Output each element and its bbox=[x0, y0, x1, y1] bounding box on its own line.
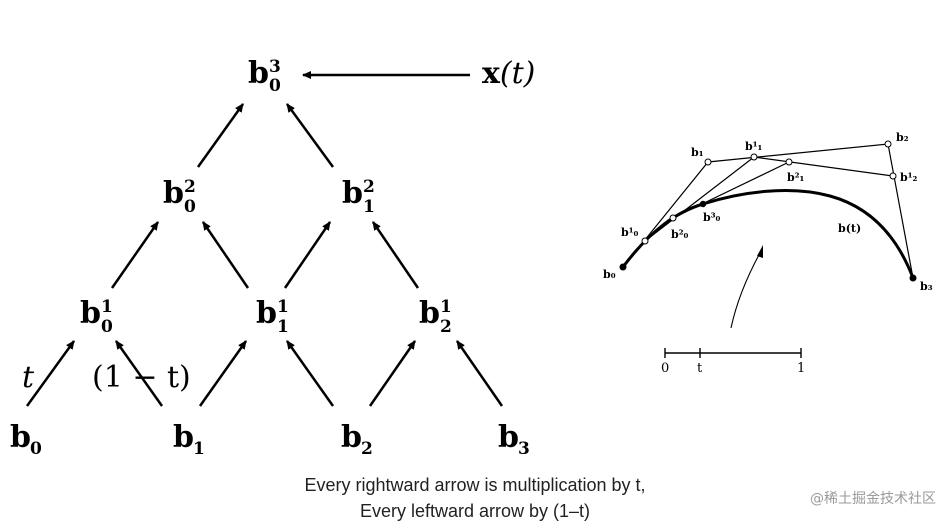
node-b02: b bbox=[163, 176, 184, 211]
point-b0 bbox=[619, 263, 627, 271]
node-base: b bbox=[342, 176, 363, 211]
point-b01 bbox=[641, 237, 649, 245]
point-b12 bbox=[889, 172, 897, 180]
node-b21: b bbox=[419, 296, 440, 331]
xt-x: x bbox=[482, 56, 500, 91]
curve-figure bbox=[621, 143, 915, 358]
label-b02: b²₀ bbox=[671, 228, 689, 241]
caption: Every rightward arrow is multiplication … bbox=[0, 472, 950, 524]
arrow bbox=[25, 340, 76, 407]
label-b0: b₀ bbox=[603, 268, 616, 281]
point-b11 bbox=[750, 153, 758, 161]
watermark: @稀土掘金技术社区 bbox=[810, 491, 936, 507]
node-sup: 1 bbox=[440, 297, 452, 317]
node-sup: 2 bbox=[363, 177, 375, 197]
node-b1: b bbox=[173, 420, 194, 455]
label-b03: b³₀ bbox=[703, 211, 721, 224]
node-base: b bbox=[10, 420, 31, 455]
control-polygon bbox=[622, 143, 914, 279]
node-base: b bbox=[248, 56, 269, 91]
arrow bbox=[114, 340, 164, 407]
node-base: b bbox=[80, 296, 101, 331]
node-sup: 2 bbox=[184, 177, 196, 197]
node-b11: b bbox=[256, 296, 277, 331]
label-bt: b(t) bbox=[838, 222, 861, 235]
point-b03 bbox=[699, 200, 707, 208]
arrow bbox=[285, 340, 335, 407]
arrow bbox=[455, 340, 504, 407]
node-b3: b bbox=[498, 420, 519, 455]
caption-line-1: Every rightward arrow is multiplication … bbox=[304, 475, 646, 495]
label-b01: b¹₀ bbox=[621, 226, 639, 239]
node-sub: 1 bbox=[193, 439, 205, 459]
node-sub: 3 bbox=[518, 439, 530, 459]
point-b3 bbox=[909, 274, 917, 282]
label-b1: b₁ bbox=[691, 146, 704, 159]
node-base: b bbox=[256, 296, 277, 331]
node-b12: b bbox=[342, 176, 363, 211]
label-b21: b²₁ bbox=[787, 171, 805, 184]
label-b2: b₂ bbox=[896, 131, 909, 144]
xt-t: (t) bbox=[499, 56, 536, 91]
node-sub: 0 bbox=[269, 76, 281, 96]
curve-points bbox=[619, 140, 917, 282]
arrow bbox=[283, 221, 332, 289]
node-sub: 0 bbox=[101, 317, 113, 337]
node-b03: b bbox=[248, 56, 269, 91]
caption-line-2: Every leftward arrow by (1–t) bbox=[359, 501, 591, 521]
weight-one-minus-t: (1 − t) bbox=[92, 360, 191, 395]
bezier-curve bbox=[621, 189, 915, 279]
weight-t: t bbox=[22, 360, 35, 395]
node-b01: b bbox=[80, 296, 101, 331]
label-b12: b¹₂ bbox=[900, 171, 918, 184]
node-sup: 1 bbox=[277, 297, 289, 317]
axis-t: t bbox=[697, 361, 703, 376]
axis-one: 1 bbox=[797, 361, 805, 376]
node-sub: 1 bbox=[363, 197, 375, 217]
pointer-arrow bbox=[730, 252, 761, 329]
point-b02 bbox=[669, 214, 677, 222]
arrow bbox=[368, 340, 417, 407]
arrow bbox=[371, 221, 420, 289]
axis-zero: 0 bbox=[661, 361, 669, 376]
node-base: b bbox=[341, 420, 362, 455]
label-b3: b₃ bbox=[920, 280, 933, 293]
node-sub: 1 bbox=[277, 317, 289, 337]
node-sup: 1 bbox=[101, 297, 113, 317]
node-sub: 2 bbox=[440, 317, 452, 337]
arrow bbox=[285, 103, 335, 168]
curve-labels: b₁ b¹₁ b₂ b¹₂ b²₁ b¹₀ b²₀ b³₀ b(t) b₀ b₃… bbox=[603, 131, 933, 376]
arrow bbox=[110, 221, 160, 289]
node-base: b bbox=[173, 420, 194, 455]
arrow bbox=[196, 103, 245, 168]
arrow bbox=[198, 340, 248, 407]
arrow bbox=[201, 221, 250, 289]
label-xt: x(t) bbox=[482, 56, 535, 91]
node-sup: 3 bbox=[269, 57, 281, 77]
node-base: b bbox=[498, 420, 519, 455]
point-b21 bbox=[785, 158, 793, 166]
label-b11: b¹₁ bbox=[745, 140, 763, 153]
node-base: b bbox=[163, 176, 184, 211]
node-b2: b bbox=[341, 420, 362, 455]
node-sub: 0 bbox=[30, 439, 42, 459]
node-sub: 0 bbox=[184, 197, 196, 217]
point-b1 bbox=[704, 158, 712, 166]
node-b0: b bbox=[10, 420, 31, 455]
node-sub: 2 bbox=[361, 439, 373, 459]
node-base: b bbox=[419, 296, 440, 331]
point-b2 bbox=[884, 140, 892, 148]
